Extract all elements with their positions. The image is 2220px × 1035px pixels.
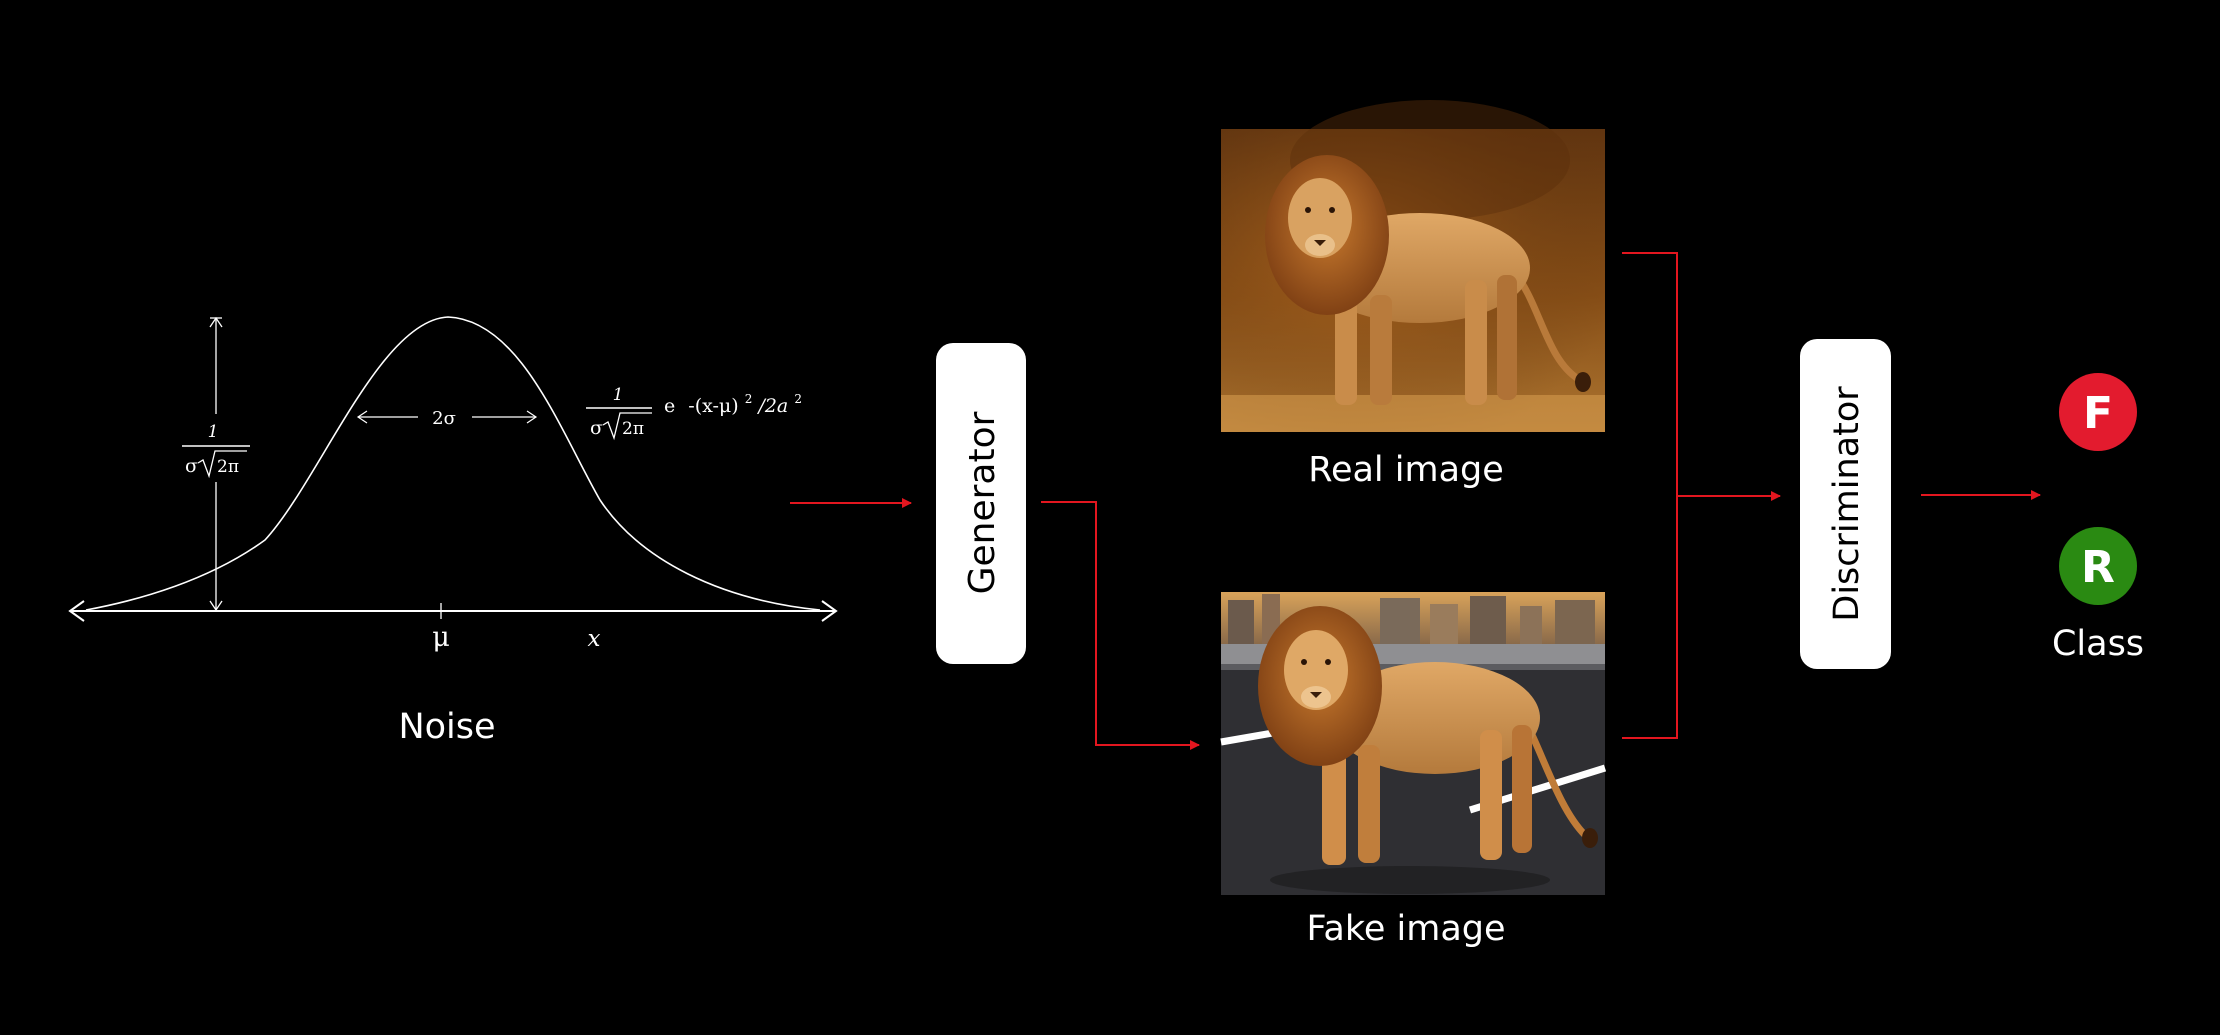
left-formula-sqrt [197,450,247,479]
generator-box-bg [936,343,1026,664]
fake-class-circle [2059,373,2137,451]
noise-label: Noise [398,707,495,747]
height-marker-bottom-arrowhead [209,600,223,612]
real-image-panel: Real image [1221,100,1605,490]
mu-label: μ [432,622,450,653]
right-formula-exponent: e -(x-μ) 2 /2a 2 [664,386,802,417]
real-class-letter: R [2081,542,2115,593]
width-label: 2σ [432,408,456,429]
exp-base: e [664,395,675,417]
right-formula-sqrt [602,412,652,441]
left-formula-sigma: σ [185,455,198,477]
flow-arrows [790,252,2041,750]
x-label: x [588,626,601,652]
arrow-generator-to-fake [1041,501,1200,750]
fake-image-label: Fake image [1306,909,1505,949]
exp-sup1: 2 [745,392,753,406]
generator-box: Generator [936,343,1026,664]
real-class-circle [2059,527,2137,605]
class-label: Class [2052,624,2144,664]
x-axis-right-arrowhead [821,600,838,622]
class-output: F R Class [2052,373,2144,664]
width-marker-left-arrowhead [356,410,368,424]
left-formula-bg [176,414,256,482]
right-formula-sqrt-arg: 2π [622,419,644,439]
fake-lion-image [1220,592,1607,895]
discriminator-box-bg [1800,339,1891,669]
fake-image-panel: Fake image [1220,592,1607,949]
generator-label: Generator [962,411,1003,594]
right-formula-sigma: σ [590,417,603,439]
real-lion-image [1221,100,1605,432]
discriminator-label: Discriminator [1827,386,1867,622]
noise-panel: 1 σ 2π 2σ μ x 1 σ 2π e -(x-μ) 2 /2a 2 No… [68,316,838,747]
exp-mid: /2a [756,395,788,417]
left-formula-numerator: 1 [208,422,219,442]
width-marker-right-arrowhead [526,410,538,424]
gaussian-curve [85,316,821,611]
x-axis-left-arrowhead [68,600,85,622]
left-formula-sqrt-arg: 2π [217,457,239,477]
discriminator-box: Discriminator [1800,339,1891,669]
right-formula-numerator: 1 [613,385,624,405]
real-image-label: Real image [1308,450,1504,490]
exp-body: -(x-μ) [688,395,738,417]
bracket-real-fake [1622,252,1678,739]
fake-class-letter: F [2083,388,2113,439]
exp-sup2: 2 [794,392,802,406]
